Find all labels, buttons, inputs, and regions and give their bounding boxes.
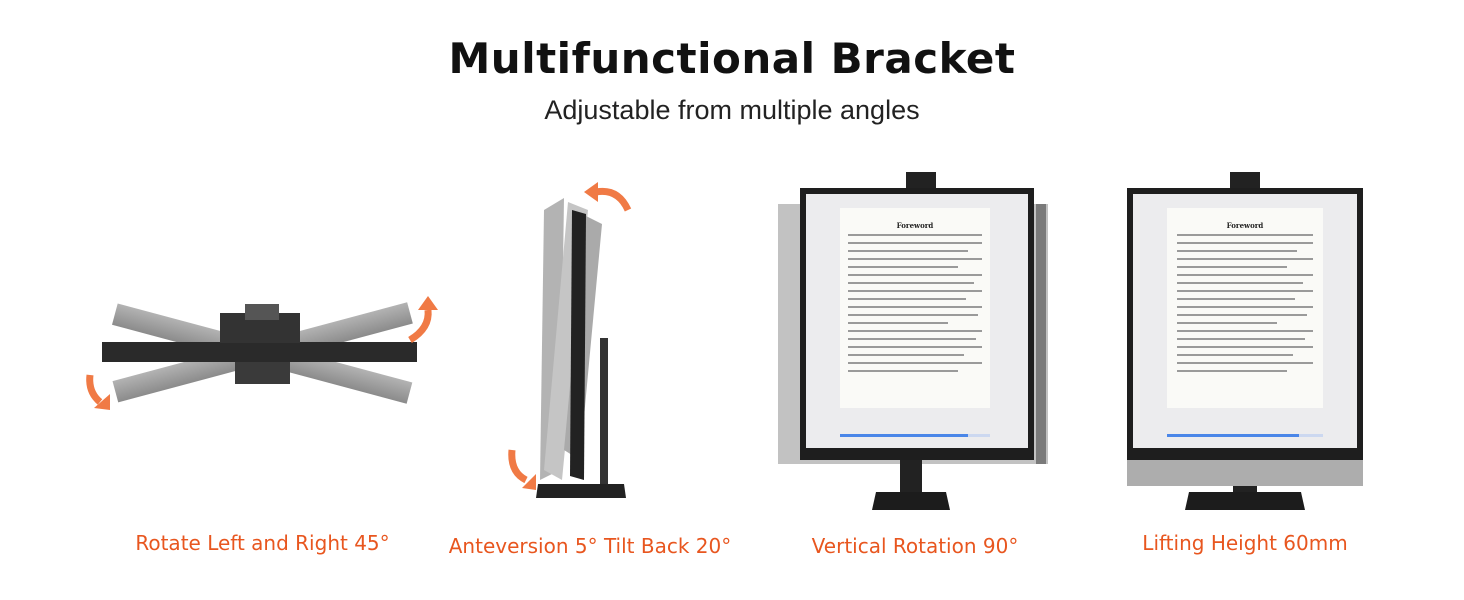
lift-illustration: Foreword <box>1125 170 1375 520</box>
feature-caption-tilt: Anteversion 5° Tilt Back 20° <box>448 534 732 558</box>
tilt-arrow-top-icon <box>584 182 632 212</box>
feature-caption-lift: Lifting Height 60mm <box>1142 531 1348 555</box>
monitor-side-view <box>570 210 586 480</box>
screen-heading: Foreword <box>897 221 934 230</box>
feature-caption-rotate: Rotate Left and Right 45° <box>135 531 390 555</box>
tilt-illustration <box>500 180 650 510</box>
screen-heading: Foreword <box>1227 221 1264 230</box>
page-title: Multifunctional Bracket <box>448 34 1016 83</box>
pivot-illustration: Foreword <box>778 170 1068 520</box>
rotate-arrow-top-icon <box>408 296 438 344</box>
rotate-arrow-bottom-icon <box>86 374 110 410</box>
tilt-arrow-bottom-icon <box>508 449 536 490</box>
monitor-top-view <box>102 342 417 362</box>
rotate-illustration <box>80 280 450 430</box>
page-subtitle: Adjustable from multiple angles <box>544 95 920 125</box>
feature-caption-pivot: Vertical Rotation 90° <box>811 534 1019 558</box>
